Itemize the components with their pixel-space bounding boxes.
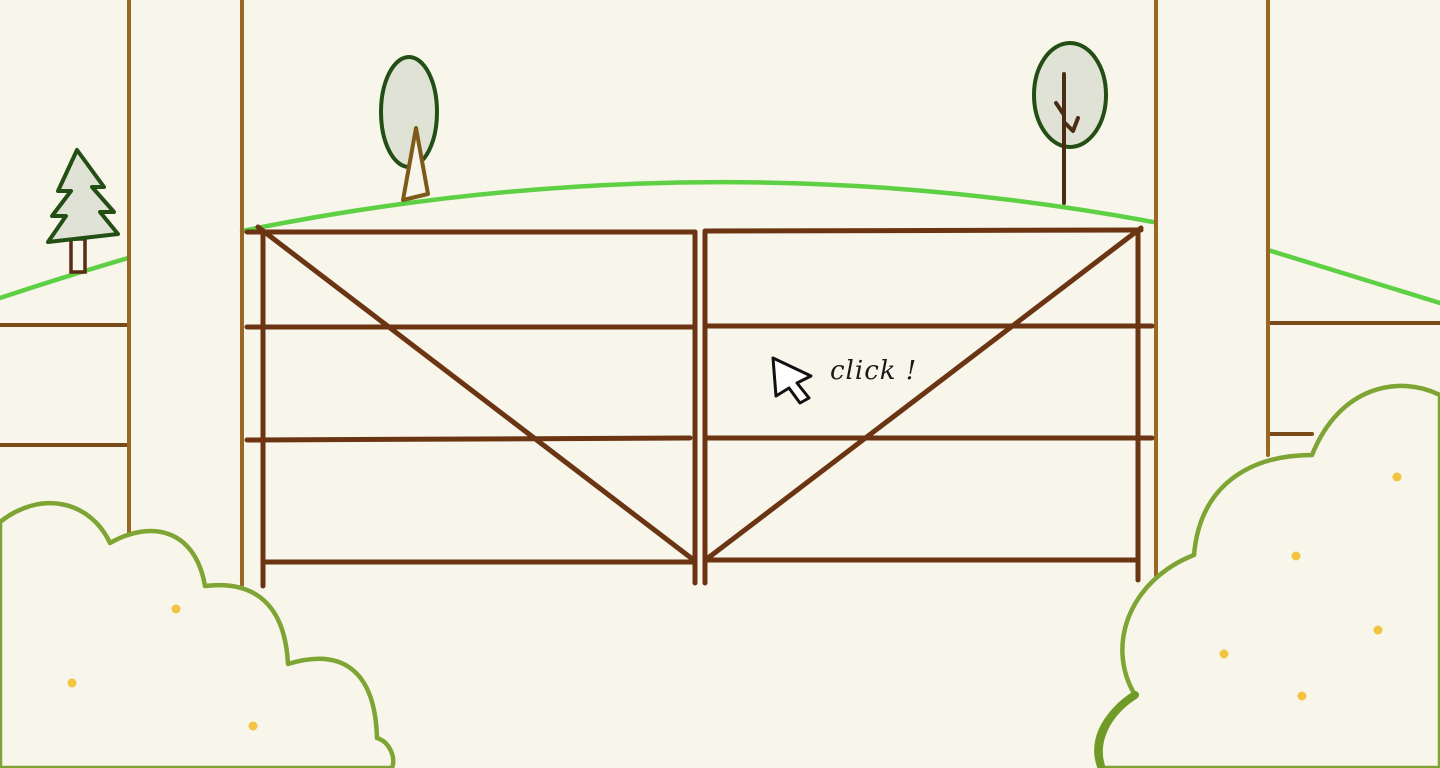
flower-dot [1373, 625, 1383, 635]
gate-click-area[interactable] [244, 222, 1156, 587]
flower-dot [171, 604, 181, 614]
hill-center [239, 179, 1156, 234]
bush-right [1094, 383, 1440, 768]
flower-dot [1392, 472, 1402, 482]
fence-rails [0, 321, 1440, 447]
hill-right [1265, 247, 1440, 306]
hill-left [0, 255, 131, 301]
gate-right-leaf[interactable] [702, 225, 1155, 586]
farm-gate[interactable] [244, 222, 1156, 589]
round-tree-icon [379, 55, 439, 202]
gate-left-leaf[interactable] [244, 224, 698, 589]
pine-tree-icon [46, 148, 120, 274]
bush-left [0, 500, 396, 768]
flower-dot [1297, 691, 1307, 701]
round-tree-icon-right [1032, 41, 1108, 205]
flower-dot [248, 721, 258, 731]
fence-posts [127, 0, 1270, 587]
flower-dot [1291, 551, 1301, 561]
flower-dot [67, 678, 77, 688]
flower-dot [1219, 649, 1229, 659]
mouse-pointer-icon [771, 356, 813, 405]
hill-lines [0, 179, 1440, 306]
